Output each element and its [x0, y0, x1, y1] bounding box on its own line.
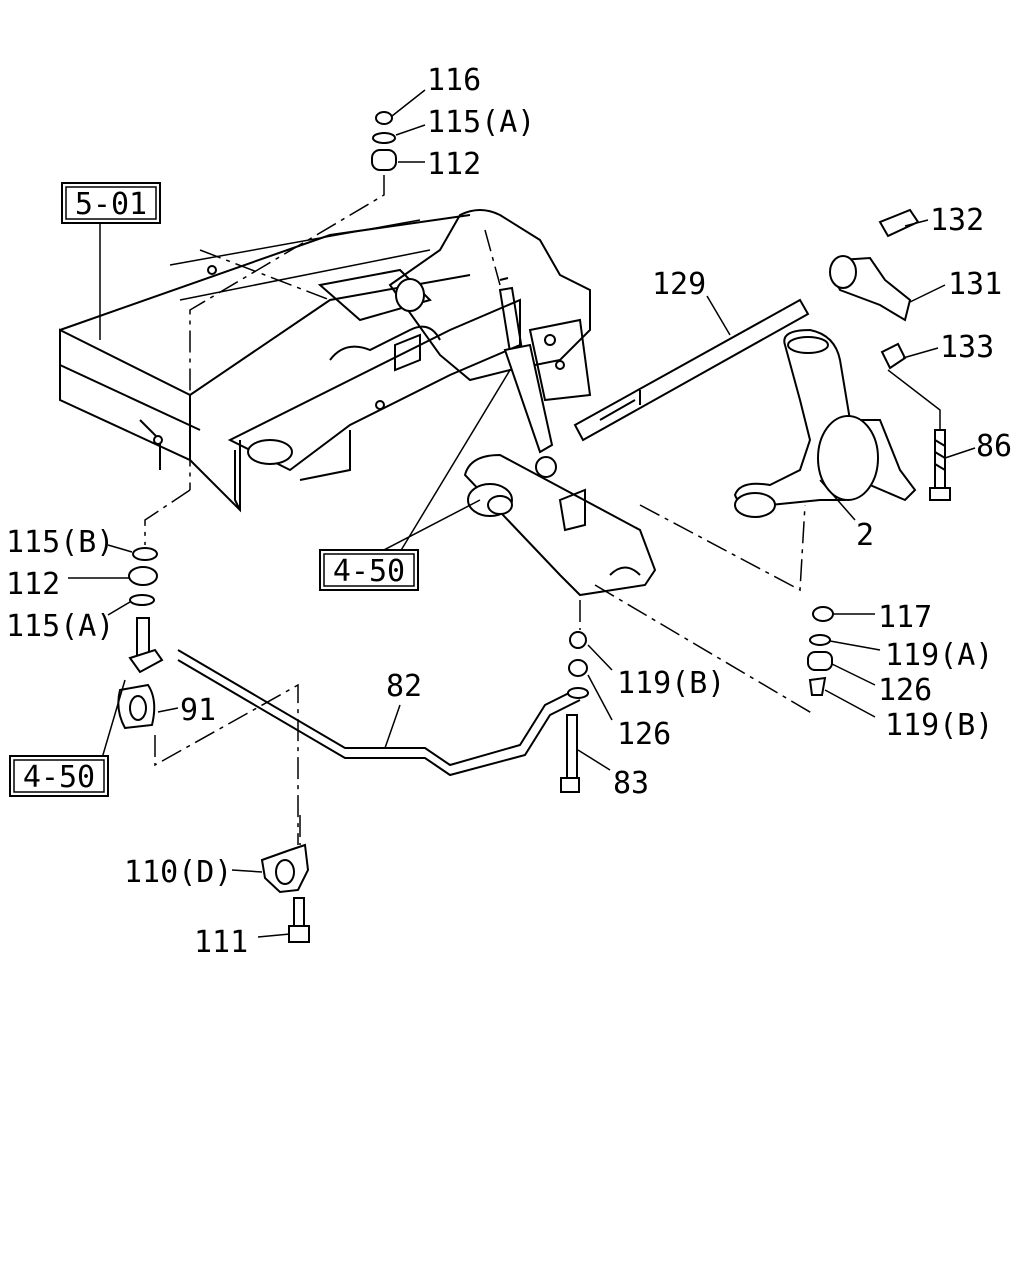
- ref-label-4-50-left: 4-50: [23, 760, 95, 795]
- label-115a-left: 115(A): [6, 609, 114, 644]
- label-111: 111: [194, 925, 248, 960]
- label-2: 2: [856, 518, 874, 553]
- stabilizer-bar: [177, 649, 589, 777]
- ref-box-5-01: 5-01: [61, 182, 161, 224]
- label-131: 131: [948, 267, 1002, 302]
- ref-box-4-50-left: 4-50: [9, 755, 109, 797]
- shock-absorber: [498, 277, 557, 478]
- drive-shaft: [573, 298, 810, 442]
- label-119b-mid: 119(B): [617, 666, 725, 701]
- label-112-top: 112: [427, 147, 481, 182]
- bolt-86: [929, 429, 951, 501]
- ref-box-4-50-center: 4-50: [319, 549, 419, 591]
- left-stack: [128, 547, 164, 674]
- clamp-parts: [260, 843, 310, 943]
- part-labels: 116 115(A) 112 132 131 129 133 86 2 115(…: [6, 63, 1012, 960]
- label-119a: 119(A): [885, 638, 993, 673]
- lower-control-arm: [463, 453, 657, 597]
- label-86: 86: [976, 429, 1012, 464]
- label-83: 83: [613, 766, 649, 801]
- ref-label-5-01: 5-01: [75, 187, 147, 222]
- label-115a-top: 115(A): [427, 105, 535, 140]
- link-parts: [560, 606, 834, 793]
- label-115b: 115(B): [6, 525, 114, 560]
- label-129: 129: [652, 267, 706, 302]
- label-117: 117: [878, 600, 932, 635]
- label-110d: 110(D): [124, 855, 232, 890]
- label-132: 132: [930, 203, 984, 238]
- label-126-mid: 126: [617, 717, 671, 752]
- ref-label-4-50-center: 4-50: [333, 554, 405, 589]
- label-91: 91: [180, 693, 216, 728]
- label-133: 133: [940, 330, 994, 365]
- label-116: 116: [427, 63, 481, 98]
- upper-parts: [829, 208, 920, 370]
- label-126-right: 126: [878, 673, 932, 708]
- bushing-91: [117, 683, 156, 730]
- leader-lines: [68, 89, 976, 938]
- top-stack: [371, 111, 397, 171]
- guide-lines: [144, 175, 816, 845]
- chassis-frame: [59, 209, 592, 513]
- steering-knuckle: [733, 328, 917, 518]
- label-82: 82: [386, 669, 422, 704]
- label-112-left: 112: [6, 567, 60, 602]
- label-119b-right: 119(B): [885, 708, 993, 743]
